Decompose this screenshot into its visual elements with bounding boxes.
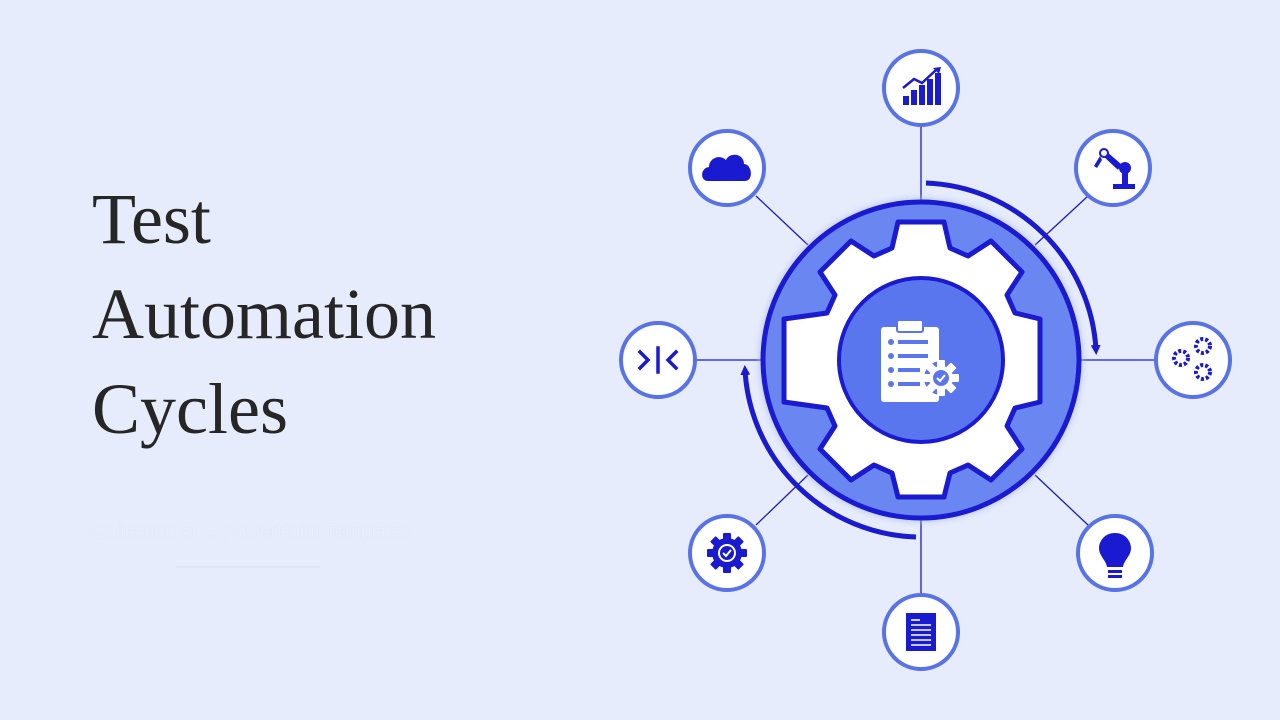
satellite-top xyxy=(882,49,960,127)
connector-top-right xyxy=(1034,195,1089,246)
bar-chart-growth-icon xyxy=(902,67,941,105)
satellite-top-left xyxy=(688,129,766,207)
document-icon xyxy=(906,613,936,651)
connector-bottom-right xyxy=(1034,474,1089,526)
gear-check-icon xyxy=(707,533,747,573)
slide-subtitle: Collection of ... PowerPoint Templates xyxy=(92,522,412,543)
satellite-right xyxy=(1154,321,1232,399)
cycle-arrow-bottom-left xyxy=(740,365,917,540)
title-line-1: Test xyxy=(92,179,211,259)
clipboard-checklist-gear-icon xyxy=(881,319,959,402)
lightbulb-icon xyxy=(1099,533,1131,578)
satellite-top-right xyxy=(1074,129,1152,207)
robotic-arm-icon xyxy=(1094,148,1135,189)
satellite-bottom-right xyxy=(1076,514,1154,592)
connector-top-left xyxy=(755,195,809,246)
satellite-left xyxy=(619,321,697,399)
title-line-3: Cycles xyxy=(92,369,288,449)
satellite-bottom-left xyxy=(688,514,766,592)
connector-bottom-left xyxy=(755,474,809,526)
merge-arrows-icon xyxy=(637,346,679,374)
gears-icon xyxy=(1172,337,1212,381)
cloud-icon xyxy=(702,154,751,181)
subtitle-underline xyxy=(176,566,320,568)
satellite-bottom xyxy=(882,593,960,671)
cycle-arrow-top-right xyxy=(925,180,1101,355)
title-line-2: Automation xyxy=(92,274,436,354)
slide-title: Test Automation Cycles xyxy=(92,172,436,457)
